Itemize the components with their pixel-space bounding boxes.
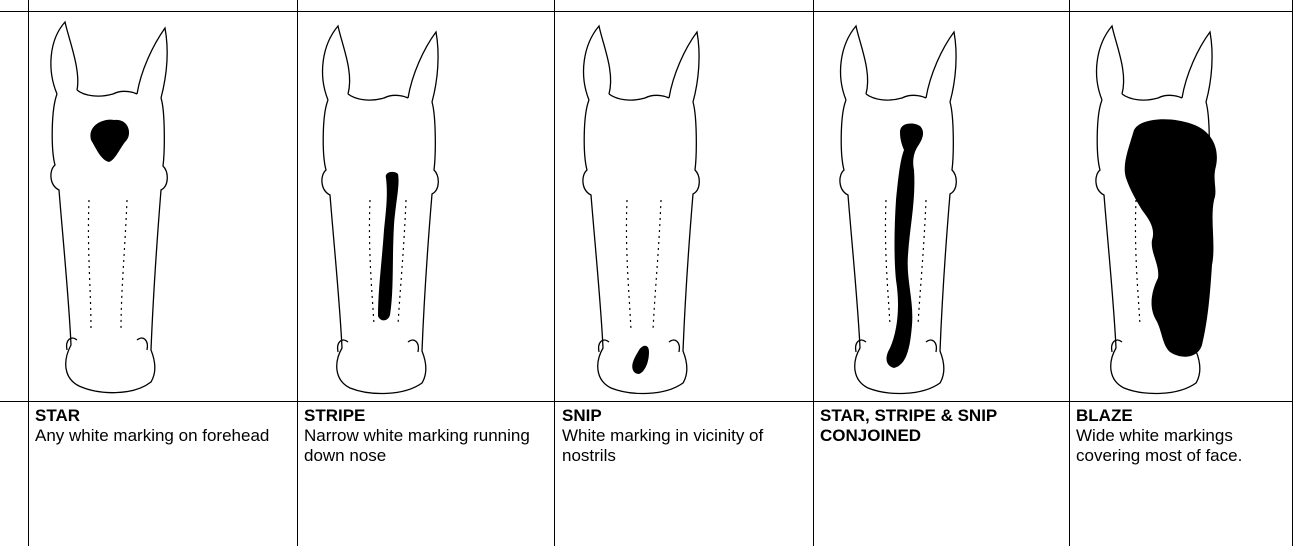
nose-dotted-lines [626,200,661,330]
blaze-description: Wide white markings covering most of fac… [1076,426,1290,466]
snip-description: White marking in vicinity of nostrils [562,426,806,466]
stripe-description: Narrow white marking running down nose [304,426,548,466]
stripe-caption: STRIPE Narrow white marking running down… [304,406,548,466]
stripe-title: STRIPE [304,406,548,426]
blaze-caption: BLAZE Wide white markings covering most … [1076,406,1290,466]
star-description: Any white marking on forehead [35,426,291,446]
blaze-title: BLAZE [1076,406,1290,426]
star-caption: STAR Any white marking on forehead [35,406,291,446]
snip-title: SNIP [562,406,806,426]
stripe-illustration [298,0,554,401]
nose-dotted-lines [1135,200,1140,325]
nose-dotted-lines [88,200,127,330]
snip-illustration [555,0,813,401]
snip-caption: SNIP White marking in vicinity of nostri… [562,406,806,466]
horse-head-outline [51,22,167,393]
star-stripe-snip-illustration [814,0,1069,401]
star-stripe-snip-title: STAR, STRIPE & SNIP CONJOINED [820,406,1062,446]
horse-head-outline [583,26,699,393]
star-illustration [29,0,297,401]
stripe-marking [378,172,399,320]
blaze-marking [1125,119,1217,357]
horse-head-outline [322,26,438,393]
star-title: STAR [35,406,291,426]
snip-marking [632,346,649,374]
blaze-illustration [1070,0,1292,401]
caption-separator [0,401,1293,402]
star-stripe-snip-caption: STAR, STRIPE & SNIP CONJOINED [820,406,1062,446]
star-stripe-snip-marking [887,124,924,368]
star-marking [90,120,129,162]
